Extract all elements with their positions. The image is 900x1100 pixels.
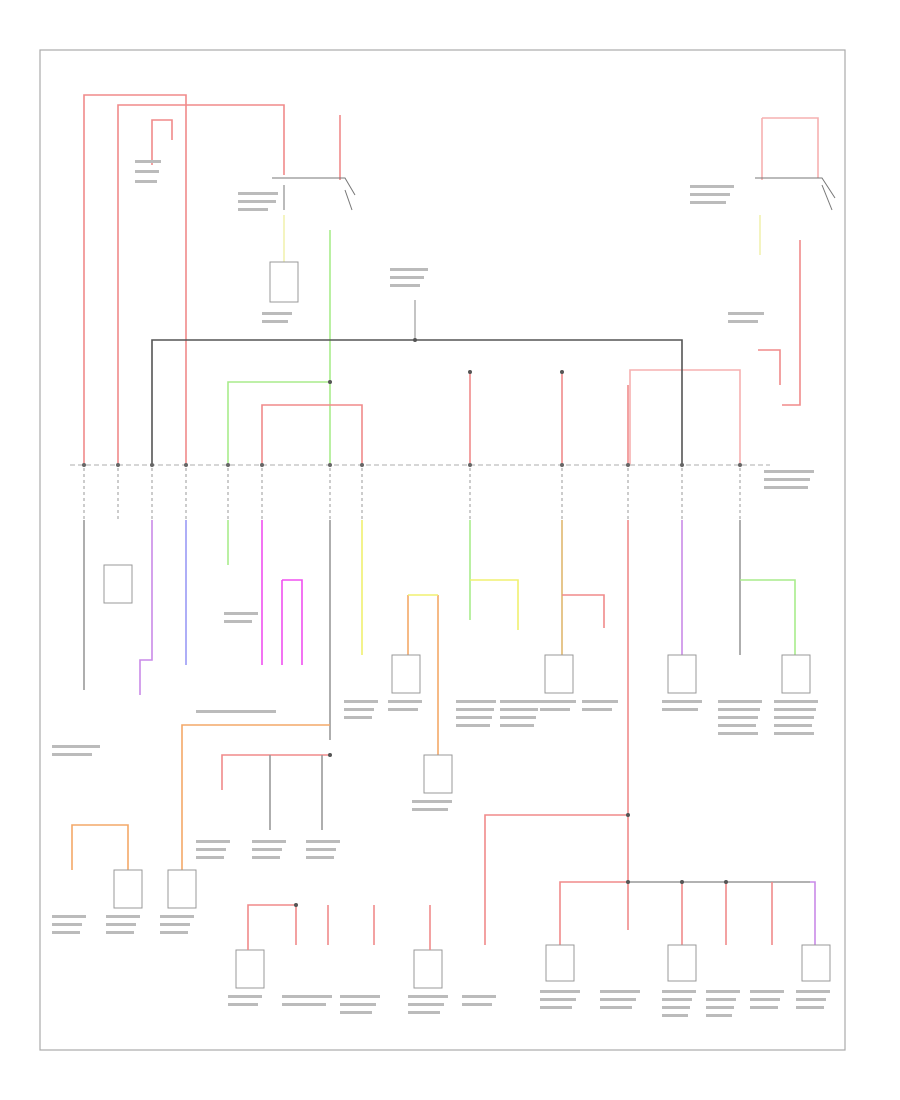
branch-wires [83,520,796,930]
ignition-switch [269,177,356,303]
green-ignition-wire [227,230,331,465]
components-row-1 [103,564,811,794]
components-row-2 [113,869,443,989]
right-switch-block [629,177,836,465]
fuse-bus [70,463,770,520]
diagram-frame [39,49,846,1051]
ecm-wires [71,724,330,870]
fine-print-labels [52,160,830,1017]
splice-dots [294,338,728,907]
lower-distribution [247,814,816,950]
components-row-3 [545,944,831,982]
top-feed-wires [83,94,819,465]
